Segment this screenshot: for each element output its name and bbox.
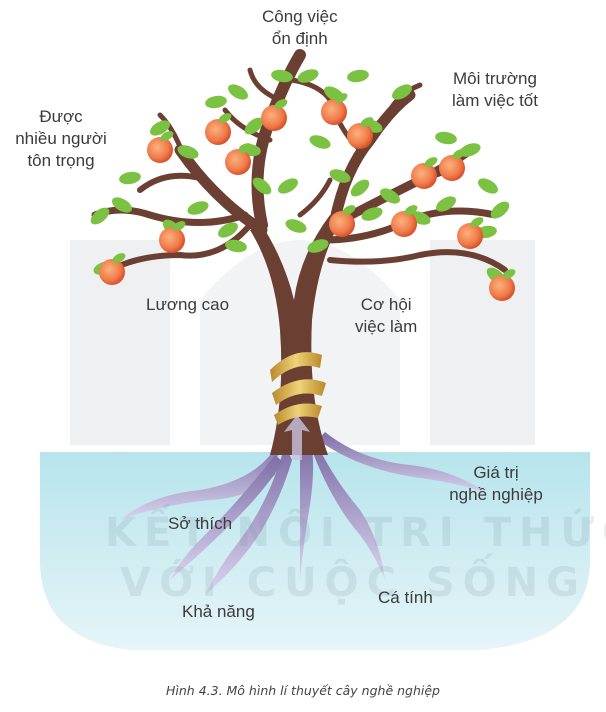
fruit-leaf xyxy=(112,253,126,263)
leaf xyxy=(252,177,272,195)
watermark-line-2: VỚI CUỘC SỐNG xyxy=(120,560,587,606)
leaf xyxy=(285,219,307,233)
label-personality: Cá tính xyxy=(378,588,433,607)
fruit-leaf xyxy=(160,131,174,141)
fruit-leaf xyxy=(502,269,516,279)
leaf xyxy=(205,95,227,109)
leaf xyxy=(392,84,412,100)
fruit xyxy=(321,99,347,125)
label-good-environment-line1: Môi trường xyxy=(453,69,537,88)
fruit xyxy=(411,163,437,189)
fruit xyxy=(391,211,417,237)
gold-ribbon xyxy=(270,352,326,425)
leaf xyxy=(150,120,170,136)
fruit xyxy=(489,275,515,301)
leaf xyxy=(244,117,264,135)
label-respected-line1: Được xyxy=(39,107,83,126)
fruit-leaf xyxy=(424,157,438,167)
watermark-line-1: KẾT NỐI TRI THỨC xyxy=(105,510,606,556)
label-job-opportunity: Cơ hội việc làm xyxy=(355,294,417,338)
fruit xyxy=(261,105,287,131)
tree-trunk xyxy=(250,215,340,455)
label-respected: Được nhiều người tôn trọng xyxy=(6,106,116,172)
leaf xyxy=(309,135,331,149)
leaf xyxy=(329,169,351,183)
fruit xyxy=(225,149,251,175)
tree-roots xyxy=(120,432,490,595)
leaf xyxy=(297,69,319,83)
fruit-leaf xyxy=(334,93,348,103)
label-job-opportunity-line2: việc làm xyxy=(355,317,418,336)
leaf xyxy=(225,239,247,253)
label-good-environment-line2: làm việc tốt xyxy=(452,91,538,110)
fruit-leaf xyxy=(360,117,374,127)
label-high-salary: Lương cao xyxy=(146,295,230,314)
label-stable-job: Công việc ổn định xyxy=(262,6,338,50)
leaf xyxy=(361,207,383,221)
label-stable-job-line1: Công việc xyxy=(262,7,338,26)
label-respected-line3: tôn trọng xyxy=(27,151,95,170)
leaf xyxy=(490,201,510,219)
label-good-environment: Môi trường làm việc tốt xyxy=(452,68,538,112)
leaf xyxy=(347,69,369,83)
label-stable-job-line2: ổn định xyxy=(271,29,328,48)
fruit xyxy=(439,155,465,181)
fruit-leaf xyxy=(342,205,356,215)
figure-caption: Hình 4.3. Mô hình lí thuyết cây nghề ngh… xyxy=(166,683,440,698)
leaf xyxy=(228,84,248,100)
leaf xyxy=(478,178,498,194)
fruit-leaf xyxy=(238,143,252,153)
fruit-leaf xyxy=(218,113,232,123)
fruit xyxy=(99,259,125,285)
leaf xyxy=(218,222,238,238)
label-career-value-line2: nghề nghiệp xyxy=(449,485,543,504)
fruit-leaf xyxy=(452,149,466,159)
leaf xyxy=(90,207,110,225)
leaf xyxy=(436,196,456,212)
leaf xyxy=(112,197,132,213)
fruit-leaf xyxy=(470,217,484,227)
leaf xyxy=(435,131,457,145)
fruit xyxy=(457,223,483,249)
fruit xyxy=(205,119,231,145)
fruit xyxy=(347,123,373,149)
growth-arrow xyxy=(284,415,310,460)
leaf xyxy=(187,201,209,215)
label-career-value: Giá trị nghề nghiệp xyxy=(436,462,556,506)
leaf xyxy=(380,188,400,204)
fruit-leaf xyxy=(274,99,288,109)
leaf xyxy=(350,179,370,197)
tree-leaves xyxy=(90,69,510,285)
leaf xyxy=(271,69,293,83)
label-respected-line2: nhiều người xyxy=(15,129,107,148)
fruit xyxy=(147,137,173,163)
label-interest: Sở thích xyxy=(168,514,233,533)
leaf xyxy=(307,239,329,253)
leaf xyxy=(119,171,141,185)
fruit xyxy=(159,227,185,253)
fruit xyxy=(329,211,355,237)
label-job-opportunity-line1: Cơ hội xyxy=(360,295,412,314)
label-career-value-line1: Giá trị xyxy=(473,463,519,482)
tree-fruits xyxy=(99,93,516,301)
fruit-leaf xyxy=(172,221,186,231)
leaf xyxy=(278,178,298,194)
label-ability: Khả năng xyxy=(182,602,255,621)
leaf xyxy=(177,145,199,159)
fruit-leaf xyxy=(404,205,418,215)
